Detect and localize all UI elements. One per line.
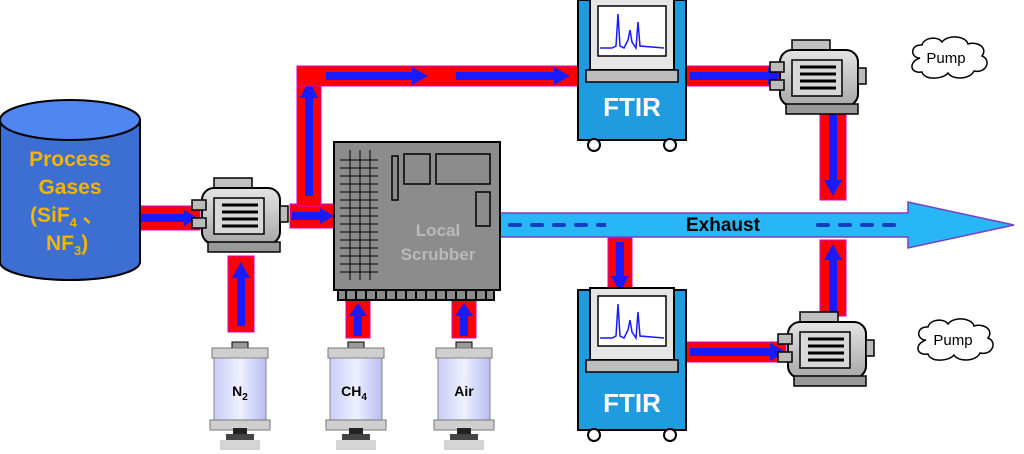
cylinder-n2-label: N2 <box>232 383 248 403</box>
exhaust-label: Exhaust <box>686 215 761 236</box>
gas-cylinder-icon-n2: N2 <box>209 341 271 451</box>
process-gases-line1: Process <box>29 148 111 171</box>
pipe-pump-top-down <box>819 107 847 201</box>
pipe-air-to-scrubber <box>451 299 477 339</box>
cylinder-tank-icon: Process Gases (SiF4 、 NF3) <box>0 99 141 281</box>
cylinder-air-label: Air <box>454 383 474 399</box>
vacuum-pump-icon-inlet <box>190 176 290 254</box>
vacuum-pump-icon-bottom <box>776 310 876 388</box>
scrubber-label-line1: Local <box>416 221 460 240</box>
pipe-ftir-to-pump-bottom <box>685 341 787 363</box>
cloud-icon-top: Pump <box>911 36 988 79</box>
gas-cylinder-icon-air: Air <box>433 341 495 451</box>
cloud-icon-bottom: Pump <box>917 318 994 361</box>
pipe-tank-to-pump <box>137 205 201 231</box>
ftir-analyzer-icon-bottom: FTIR <box>577 287 687 442</box>
pipe-pump-bottom-up <box>819 239 847 317</box>
process-gases-line4: NF3) <box>46 232 88 258</box>
pipe-pump-to-scrubber <box>289 203 337 229</box>
gas-cylinder-icon-ch4: CH4 <box>325 341 387 451</box>
local-scrubber: Local Scrubber <box>333 141 501 301</box>
pipe-ch4-to-scrubber <box>345 299 371 339</box>
pipe-n2-to-pump <box>227 255 255 333</box>
process-gases-line2: Gases <box>38 176 101 199</box>
cylinder-ch4-label: CH4 <box>341 383 367 403</box>
pipe-top-header <box>296 65 580 87</box>
pump-top-label: Pump <box>926 50 965 67</box>
ftir-bottom-label: FTIR <box>603 388 661 418</box>
scrubber-label-line2: Scrubber <box>401 245 476 264</box>
scrubber-base-legs <box>337 289 495 301</box>
ftir-top-label: FTIR <box>603 92 661 122</box>
pipe-riser <box>296 67 322 207</box>
pipe-network <box>137 65 847 363</box>
exhaust-arrow: Exhaust <box>493 201 1015 249</box>
pipe-exhaust-to-ftir-bottom <box>607 237 633 295</box>
pipe-ftir-to-pump-top <box>685 65 783 87</box>
scrubber-vent-grill <box>340 150 378 280</box>
process-gases-line3: (SiF4 、 <box>30 204 104 230</box>
ftir-analyzer-icon-top: FTIR <box>577 0 687 152</box>
vacuum-pump-icon-top <box>768 38 868 116</box>
pump-bottom-label: Pump <box>933 332 972 349</box>
